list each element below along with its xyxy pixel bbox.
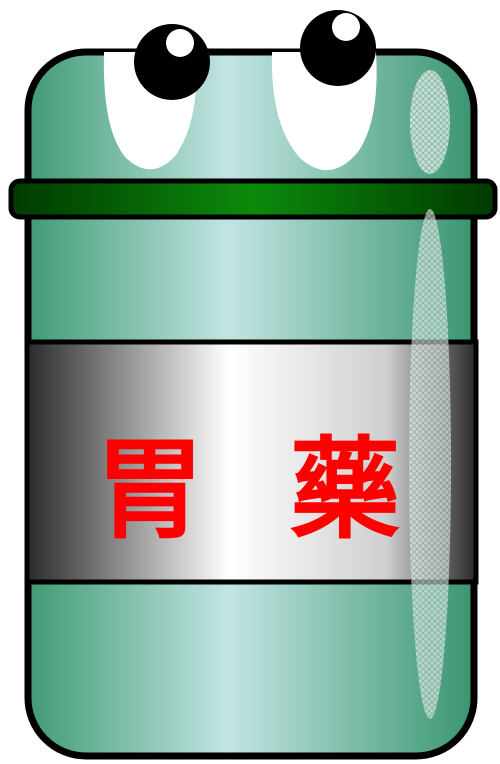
top-highlight [410, 70, 450, 174]
right-pupil-highlight [332, 13, 360, 41]
label-char-stomach: 胃 [95, 425, 205, 554]
side-highlight [409, 209, 451, 719]
left-pupil-highlight [166, 29, 194, 57]
bottle-label [24, 339, 479, 585]
cap-band [8, 178, 498, 220]
label-char-medicine: 藥 [290, 425, 400, 554]
